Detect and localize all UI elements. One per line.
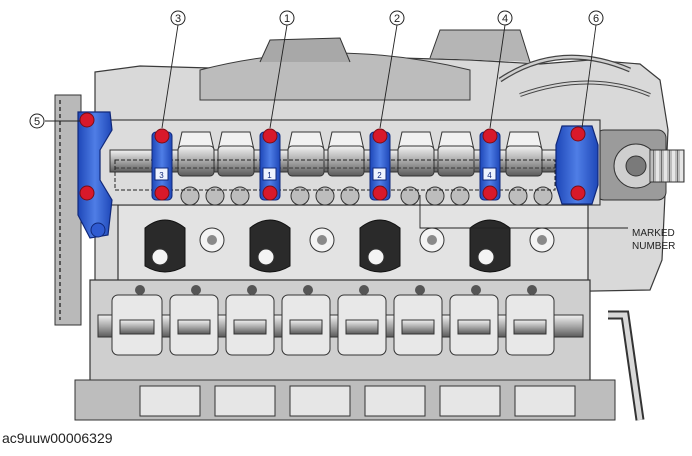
- callout-6: 6: [588, 10, 604, 26]
- svg-text:3: 3: [175, 13, 181, 25]
- camshaft-cap-1: [259, 128, 281, 201]
- figure-id: ac9uuw00006329: [2, 430, 113, 446]
- svg-text:1: 1: [284, 13, 290, 25]
- callout-5: 5: [29, 113, 45, 129]
- camshaft-cap-4: [479, 128, 501, 201]
- marked-number-label-line1: MARKED: [632, 228, 675, 239]
- marked-number-label-line2: NUMBER: [632, 241, 675, 252]
- lower-valve-train: [74, 279, 645, 421]
- camshaft-cap-2: [369, 128, 391, 201]
- camshaft-cap-left-5: [77, 111, 113, 239]
- cap-number-2: 2: [377, 171, 382, 180]
- camshaft-cap-right-6: [555, 125, 599, 205]
- svg-text:6: 6: [593, 13, 599, 25]
- svg-text:4: 4: [502, 13, 508, 25]
- callout-2: 2: [389, 10, 405, 26]
- camshaft-cap-3: [151, 128, 173, 201]
- svg-text:5: 5: [34, 116, 40, 128]
- callout-4: 4: [497, 10, 513, 26]
- combustion-chamber-area: [117, 204, 589, 291]
- camshaft-area: [99, 119, 601, 206]
- leader-lines: [45, 24, 628, 229]
- callout-1: 1: [279, 10, 295, 26]
- svg-text:2: 2: [394, 13, 400, 25]
- cap-number-1: 1: [267, 171, 272, 180]
- cap-number-3: 3: [159, 171, 164, 180]
- cap-number-4: 4: [487, 171, 492, 180]
- callout-3: 3: [170, 10, 186, 26]
